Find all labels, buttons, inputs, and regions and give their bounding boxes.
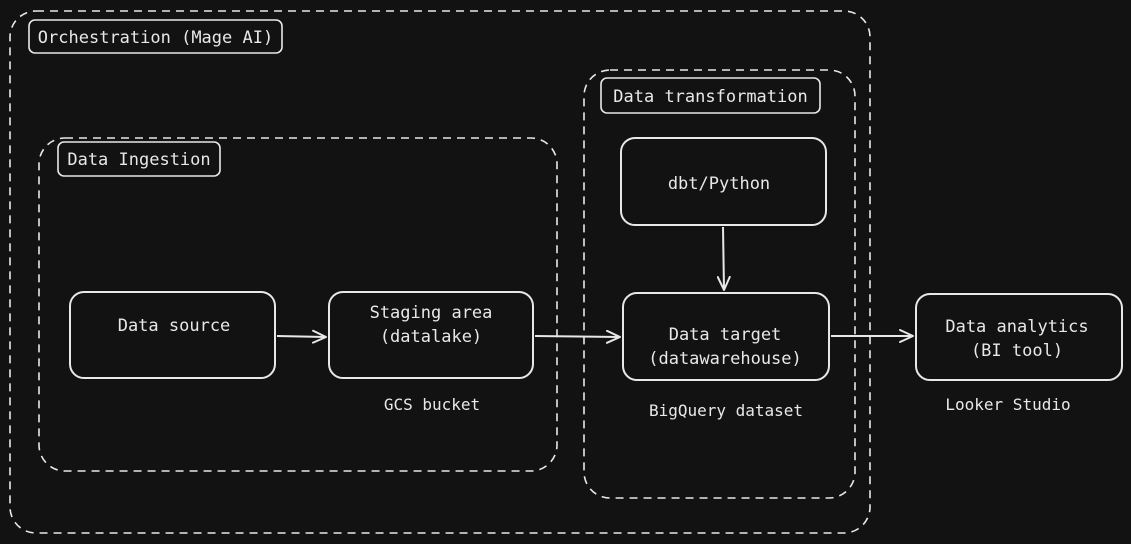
group-transformation-label-box	[600, 77, 821, 114]
group-transformation: Data transformation	[583, 69, 856, 499]
node-dbt-python-label: dbt/Python	[668, 174, 770, 194]
caption-bigquery-dataset: BigQuery dataset	[649, 401, 803, 420]
node-dbt-python[interactable]: dbt/Python	[620, 137, 827, 226]
group-orchestration-label-box	[28, 19, 283, 54]
node-staging-area[interactable]: Staging area (datalake)	[328, 291, 534, 379]
node-data-analytics[interactable]: Data analytics (BI tool)	[915, 293, 1123, 381]
arrow-source-to-staging	[276, 329, 327, 344]
group-ingestion: Data Ingestion	[38, 137, 558, 472]
node-data-analytics-label-1: Data analytics	[945, 317, 1088, 337]
group-orchestration: Orchestration (Mage AI)	[9, 10, 871, 534]
node-staging-area-label-1: Staging area	[370, 303, 493, 323]
node-data-target[interactable]: Data target (datawarehouse)	[622, 292, 830, 381]
arrow-dbt-to-target	[716, 226, 731, 291]
group-orchestration-label: Orchestration (Mage AI)	[38, 28, 273, 48]
node-data-target-label-2: (datawarehouse)	[648, 349, 802, 369]
arrow-staging-to-target	[534, 329, 621, 344]
node-data-analytics-label-2: (BI tool)	[971, 341, 1063, 361]
node-data-source-label: Data source	[118, 316, 231, 336]
group-ingestion-label: Data Ingestion	[67, 150, 210, 170]
caption-gcs-bucket: GCS bucket	[384, 395, 480, 414]
node-data-target-label-1: Data target	[669, 325, 782, 345]
caption-looker-studio: Looker Studio	[945, 395, 1070, 414]
group-ingestion-label-box	[57, 141, 221, 177]
node-staging-area-label-2: (datalake)	[380, 327, 482, 347]
node-data-source[interactable]: Data source	[69, 291, 276, 379]
group-transformation-label: Data transformation	[613, 87, 807, 107]
